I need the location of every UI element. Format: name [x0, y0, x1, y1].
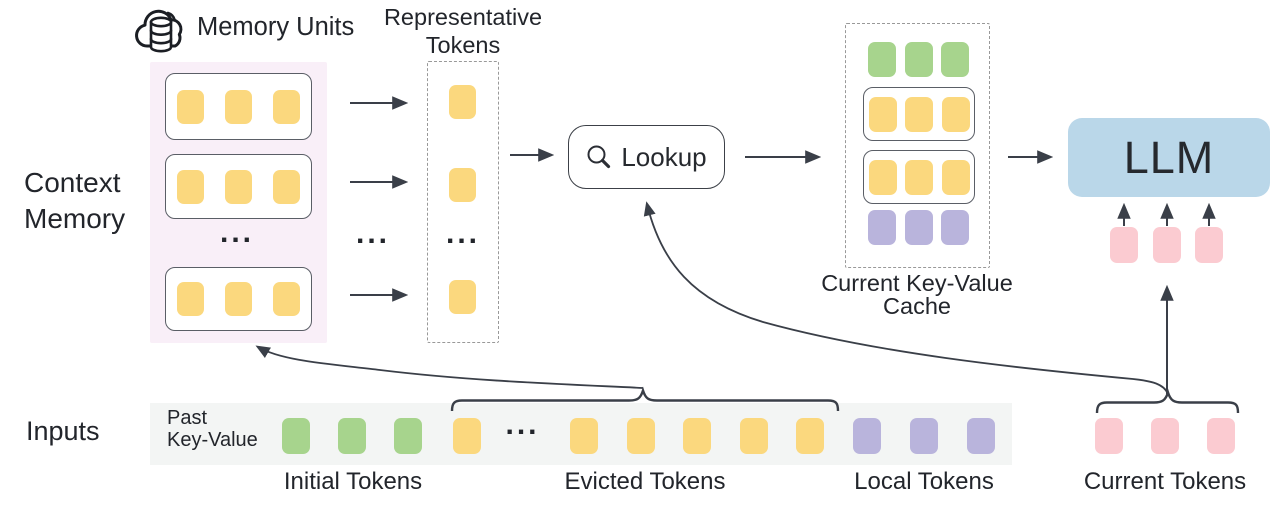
token-yellow [177, 169, 204, 204]
token-yellow [273, 89, 300, 124]
memory-ellipsis: ... [219, 216, 254, 249]
llm-label: LLM [1123, 131, 1215, 183]
evicted-token-head [453, 418, 481, 454]
initial-tokens-group [282, 418, 422, 454]
token-yellow [626, 418, 655, 454]
memory-units-label: Memory Units [197, 13, 355, 41]
token-yellow [683, 418, 711, 454]
llm-input-tokens [1110, 227, 1223, 263]
token-green [394, 418, 422, 454]
current-tokens-brace [1095, 388, 1240, 414]
token-yellow [449, 85, 476, 119]
token-green [868, 42, 896, 77]
cache-label: Current Key-Value Cache [817, 270, 1017, 319]
initial-tokens-label: Initial Tokens [283, 468, 423, 495]
cloud-database-icon [135, 9, 183, 53]
lookup-label: Lookup [621, 141, 707, 172]
token-yellow [453, 418, 481, 454]
token-purple [853, 418, 881, 454]
llm-node: LLM [1068, 118, 1270, 197]
past-key-value-label: Past Key-Value [167, 407, 258, 451]
token-yellow [739, 418, 768, 454]
representative-tokens-label: Representative Tokens [368, 3, 558, 59]
token-green [904, 42, 933, 77]
token-purple [967, 418, 995, 454]
context-memory-label-line1: Context [24, 167, 121, 198]
token-yellow [225, 89, 252, 124]
cache-memory-unit-row [868, 96, 970, 132]
token-yellow [905, 96, 933, 132]
current-tokens-label: Current Tokens [1083, 468, 1247, 495]
cache-label-line1: Current Key-Value [821, 270, 1013, 296]
representative-ellipsis: ... [445, 217, 480, 250]
evicted-tokens-label: Evicted Tokens [564, 468, 726, 495]
past-kv-line1: Past [167, 407, 208, 429]
token-yellow [449, 168, 476, 202]
local-tokens-group [853, 418, 995, 454]
cache-label-line2: Cache [883, 293, 951, 319]
representative-token [449, 85, 476, 119]
token-yellow [941, 96, 970, 132]
memory-unit-row [165, 73, 312, 140]
search-icon [587, 145, 611, 169]
token-pink [1110, 227, 1138, 263]
token-purple [868, 210, 896, 245]
token-green [941, 42, 969, 77]
token-yellow [570, 418, 598, 454]
cache-local-tokens [868, 210, 969, 245]
context-memory-label: Context Memory [24, 165, 125, 237]
token-pink [1207, 418, 1235, 454]
token-pink [1195, 227, 1223, 263]
token-yellow [273, 282, 300, 316]
representative-token [449, 280, 476, 314]
past-kv-line2: Key-Value [167, 429, 258, 451]
token-yellow [225, 169, 252, 204]
token-pink [1095, 418, 1123, 454]
inputs-label: Inputs [26, 416, 100, 446]
strip-ellipsis: ... [505, 408, 540, 441]
representative-token [449, 168, 476, 202]
token-yellow [941, 159, 970, 195]
token-yellow [273, 169, 300, 204]
current-tokens-group [1095, 418, 1235, 454]
token-yellow [868, 96, 897, 132]
representative-label-line1: Representative [383, 4, 543, 30]
memory-unit-row [165, 154, 312, 219]
token-green [338, 418, 366, 454]
token-yellow [177, 89, 204, 124]
token-yellow [796, 418, 824, 454]
representative-tokens-box [427, 61, 499, 343]
token-pink [1152, 227, 1181, 263]
token-purple [941, 210, 969, 245]
token-yellow [905, 159, 933, 195]
token-purple [904, 210, 933, 245]
memory-unit-row [165, 267, 312, 331]
lookup-node: Lookup [568, 125, 725, 189]
local-tokens-label: Local Tokens [854, 468, 994, 495]
memory-arrows-ellipsis: ... [355, 217, 390, 250]
cache-initial-tokens [868, 42, 969, 77]
token-yellow [225, 282, 252, 316]
token-green [282, 418, 310, 454]
evicted-tokens-group [570, 418, 824, 454]
representative-label-line2: Tokens [425, 32, 501, 58]
token-yellow [868, 159, 897, 195]
cache-memory-unit-row [868, 159, 970, 195]
token-yellow [449, 280, 476, 314]
context-memory-label-line2: Memory [24, 203, 126, 234]
token-yellow [177, 282, 204, 316]
token-pink [1151, 418, 1179, 454]
arrow-evicted-to-context-memory [255, 345, 644, 389]
token-purple [910, 418, 938, 454]
